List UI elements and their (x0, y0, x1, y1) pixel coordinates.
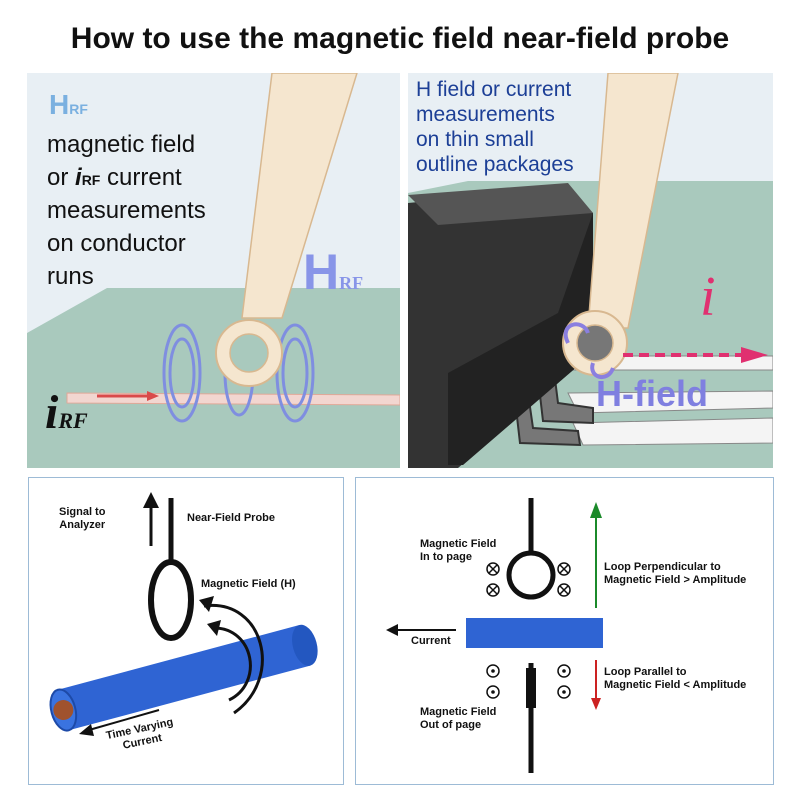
text-line-3: on thin small (416, 128, 534, 151)
field-out-dots (491, 669, 566, 694)
probe-label: Near-Field Probe (187, 512, 276, 524)
text-line-2: or iRF current (47, 164, 182, 191)
conductor-run-illustration: HRF magnetic field or iRF current measur… (27, 73, 400, 468)
probe-conductor-drawing (49, 492, 318, 736)
page-title: How to use the magnetic field near-field… (70, 22, 730, 55)
text-line-4: outline packages (416, 153, 574, 176)
probe-hand (241, 73, 358, 319)
field-in-symbols (486, 562, 571, 597)
ic-package-front (448, 213, 593, 465)
field-arrow-head (207, 620, 221, 636)
amplitude-up-arrow-head (590, 502, 602, 518)
text-line-4: on conductor (47, 230, 186, 257)
h-rf-label: HRF (303, 244, 364, 300)
package-illustration: H field or current measurements on thin … (408, 73, 773, 468)
i-rf-label: iRF (45, 386, 88, 439)
field-arrows (203, 604, 264, 715)
field-loop-arrows (563, 322, 615, 379)
current-arrow-head (79, 724, 94, 736)
conductor-bar (466, 618, 603, 648)
probe-loop (148, 559, 194, 641)
field-arrow-head (199, 596, 214, 612)
i-label: i (700, 266, 716, 328)
amplitude-down-arrow-head (591, 698, 601, 710)
circuit-board (27, 288, 400, 468)
text-line-5: runs (47, 263, 94, 290)
probe-loop-perpendicular (506, 550, 556, 600)
probe-loop-hole (576, 324, 614, 362)
current-arrow (88, 709, 160, 731)
signal-arrow-head (143, 492, 159, 508)
probe-hand (587, 73, 679, 329)
text-line-1: H field or current (416, 78, 572, 101)
text-line-3: measurements (47, 197, 206, 224)
current-arrow-head (386, 624, 398, 636)
pcb-trace (572, 417, 773, 446)
copper-core (53, 700, 74, 721)
text-line-2: measurements (416, 103, 555, 126)
probe-loop-parallel (526, 668, 536, 708)
current-label: Current (411, 635, 451, 647)
text-line-1: magnetic field (47, 131, 196, 158)
field-out-symbols (486, 664, 571, 699)
h-rf-symbol: HRF (49, 89, 88, 120)
field-label: Magnetic Field (H) (201, 578, 296, 590)
package-drawing (408, 73, 773, 468)
current-arrow-head (741, 347, 768, 363)
h-field-label: H-field (596, 373, 708, 414)
loop-orientation-drawing (386, 498, 603, 773)
conductor-run-drawing (27, 73, 400, 468)
conductor-cylinder (49, 624, 318, 732)
ic-package-top (408, 183, 593, 225)
probe-loop-hole (229, 333, 269, 373)
current-arrow-head (147, 391, 159, 401)
